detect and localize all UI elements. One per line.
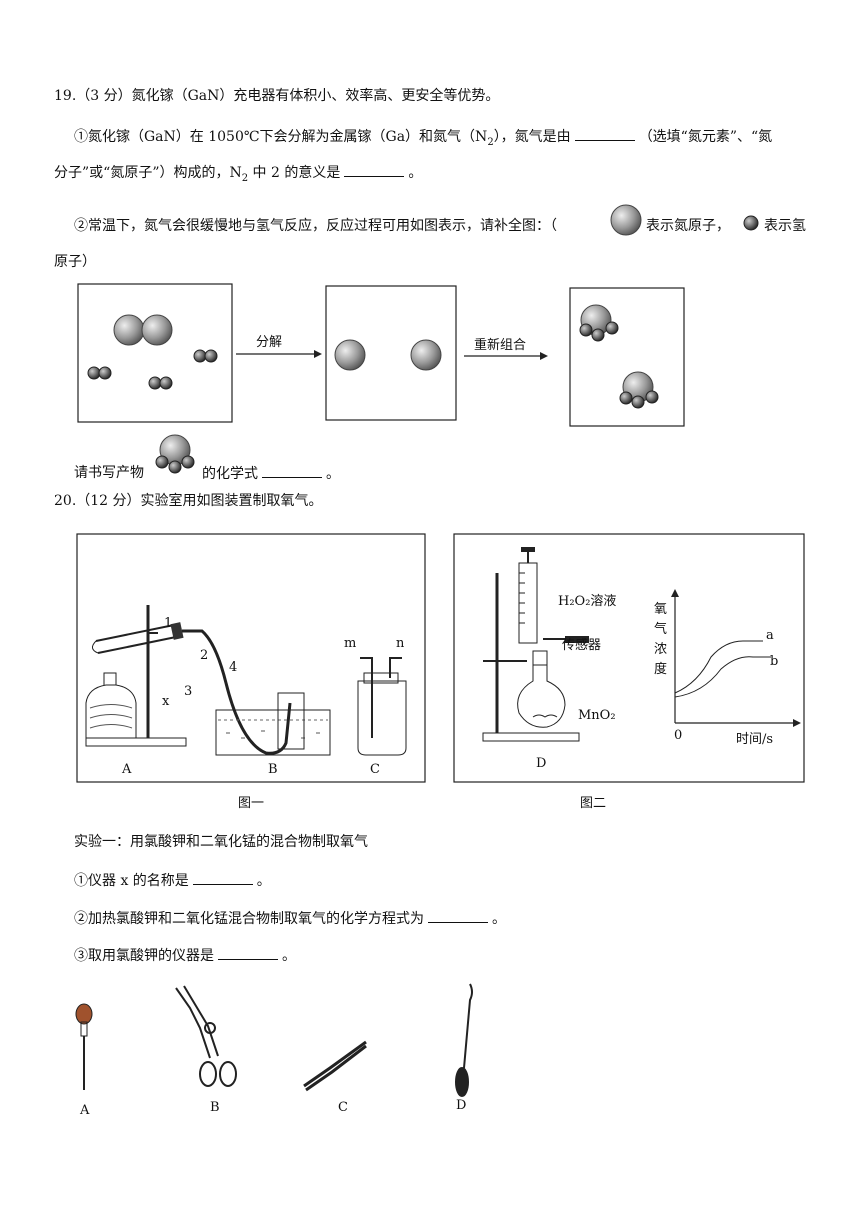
nitrogen-atom-legend-icon [610, 204, 642, 236]
apparatus-B-label: B [268, 762, 278, 777]
y-axis-label-1: 氧 [654, 602, 668, 617]
q19-p1-text-d: 分子”或“氮原子”）构成的，N [54, 165, 242, 181]
answer-blank-6[interactable] [218, 945, 278, 960]
q19-part1-line2: 分子”或“氮原子”）构成的，N2 中 2 的意义是 。 [54, 162, 422, 189]
answer-blank-1[interactable] [574, 126, 635, 141]
sensor-label: 传感器 [562, 638, 602, 653]
q19-p2-text-c: 表示氢 [764, 218, 806, 234]
mno2-label: MnO₂ [578, 708, 616, 723]
label-4: 4 [229, 660, 238, 675]
tools-illustration [75, 983, 473, 1097]
h-atom [87, 366, 101, 380]
tool-C-label: C [338, 1100, 348, 1115]
q20-s1-text-a: ①仪器 x 的名称是 [74, 873, 189, 889]
curve-a [674, 640, 763, 694]
apparatus-D-label: D [536, 756, 547, 771]
medicine-spoon-icon [455, 983, 473, 1097]
q20-s2-text-b: 。 [492, 911, 506, 927]
answer-blank-3[interactable] [262, 463, 322, 478]
label-3: 3 [184, 684, 193, 699]
q20-s3-text-b: 。 [282, 948, 296, 964]
y-axis-label-2: 气 [654, 622, 668, 637]
crucible-tongs-icon [175, 985, 237, 1087]
q19-p1-text-c: （选填“氮元素”、“氮 [638, 129, 773, 145]
q19-ask-text-a: 请书写产物 [74, 465, 144, 481]
n-atom [334, 339, 366, 371]
label-2: 2 [200, 648, 209, 663]
answer-blank-5[interactable] [428, 908, 488, 923]
apparatus-C-label: C [370, 762, 380, 777]
q20-s1-text-b: 。 [256, 873, 271, 889]
n-atom [141, 314, 173, 346]
q20-s3-text-a: ③取用氯酸钾的仪器是 [74, 948, 214, 964]
label-x: x [162, 694, 170, 709]
figure-2-apparatus [453, 533, 805, 783]
figure-2-caption: 图二 [580, 796, 607, 811]
q19-p2-text-d: 原子） [54, 254, 96, 270]
product-box [569, 287, 685, 427]
arrow-2-label: 重新组合 [474, 338, 527, 353]
x-axis-label: 时间/s [736, 732, 774, 747]
q19-ask-line: 的化学式 。 [202, 463, 340, 484]
tool-A-label: A [80, 1103, 90, 1118]
reaction-diagram [77, 283, 685, 427]
label-1: 1 [164, 616, 173, 631]
q19-p1-text-a: ①氮化镓（GaN）在 1050℃下会分解为金属镓（Ga）和氮气（N [74, 129, 488, 145]
curve-b-label: b [770, 654, 779, 669]
label-n: n [396, 636, 405, 651]
hydrogen-atom-legend-icon [743, 215, 759, 231]
h-atom [159, 376, 173, 390]
q19-ask-text-c: 。 [326, 466, 340, 482]
reactant-box [77, 283, 233, 423]
tweezers-icon [303, 1040, 367, 1092]
q19-ask-text-b: 的化学式 [202, 466, 258, 482]
q20-stem: 20.（12 分）实验室用如图装置制取氧气。 [54, 493, 323, 509]
q19-p1-text-b: ），氮气是由 [493, 129, 571, 145]
q20-step2: ②加热氯酸钾和二氧化锰混合物制取氧气的化学方程式为 。 [74, 908, 506, 929]
q19-p2-text-a: ②常温下，氮气会很缓慢地与氢气反应，反应过程可用如图表示，请补全图：（ [74, 218, 557, 234]
arrow-1-label: 分解 [256, 335, 283, 350]
intermediate-box [325, 285, 457, 421]
h-atom [98, 366, 112, 380]
figure-1-caption: 图一 [238, 796, 265, 811]
q20-step3: ③取用氯酸钾的仪器是 。 [74, 945, 296, 966]
nh3-molecule-icon [155, 434, 195, 474]
curve-a-label: a [766, 628, 774, 643]
experiment-1-title: 实验一：用氯酸钾和二氧化锰的混合物制取氧气 [74, 834, 368, 850]
h2o2-label: H₂O₂溶液 [558, 594, 617, 609]
dropper-icon [75, 1003, 93, 1025]
y-axis-label-4: 度 [654, 662, 668, 677]
answer-blank-4[interactable] [192, 870, 253, 885]
n-atom [113, 314, 145, 346]
h-atom [204, 349, 218, 363]
answer-blank-2[interactable] [344, 162, 405, 177]
curve-b [674, 656, 771, 698]
q19-stem: 19.（3 分）氮化镓（GaN）充电器有体积小、效率高、更安全等优势。 [54, 88, 500, 104]
tool-D-label: D [456, 1098, 467, 1113]
q19-part1-line1: ①氮化镓（GaN）在 1050℃下会分解为金属镓（Ga）和氮气（N2），氮气是由… [74, 126, 772, 153]
h-atom [148, 376, 162, 390]
label-m: m [344, 636, 357, 651]
q19-p2-text-b: 表示氮原子， [646, 218, 730, 234]
origin-label: 0 [674, 728, 683, 743]
q19-part2-line1: ②常温下，氮气会很缓慢地与氢气反应，反应过程可用如图表示，请补全图：（ [74, 216, 557, 236]
q19-p1-text-e: 中 2 的意义是 [248, 165, 341, 181]
h-atom [193, 349, 207, 363]
n2-subscript: 2 [487, 136, 494, 148]
n-atom [410, 339, 442, 371]
q20-step1: ①仪器 x 的名称是 。 [74, 870, 271, 891]
tool-B-label: B [210, 1100, 220, 1115]
apparatus-A-label: A [122, 762, 132, 777]
figure-1-apparatus [76, 533, 426, 783]
n2-subscript-2: 2 [241, 172, 249, 184]
q19-p1-text-f: 。 [408, 165, 423, 181]
q20-s2-text-a: ②加热氯酸钾和二氧化锰混合物制取氧气的化学方程式为 [74, 911, 424, 927]
y-axis-label-3: 浓 [654, 642, 668, 657]
